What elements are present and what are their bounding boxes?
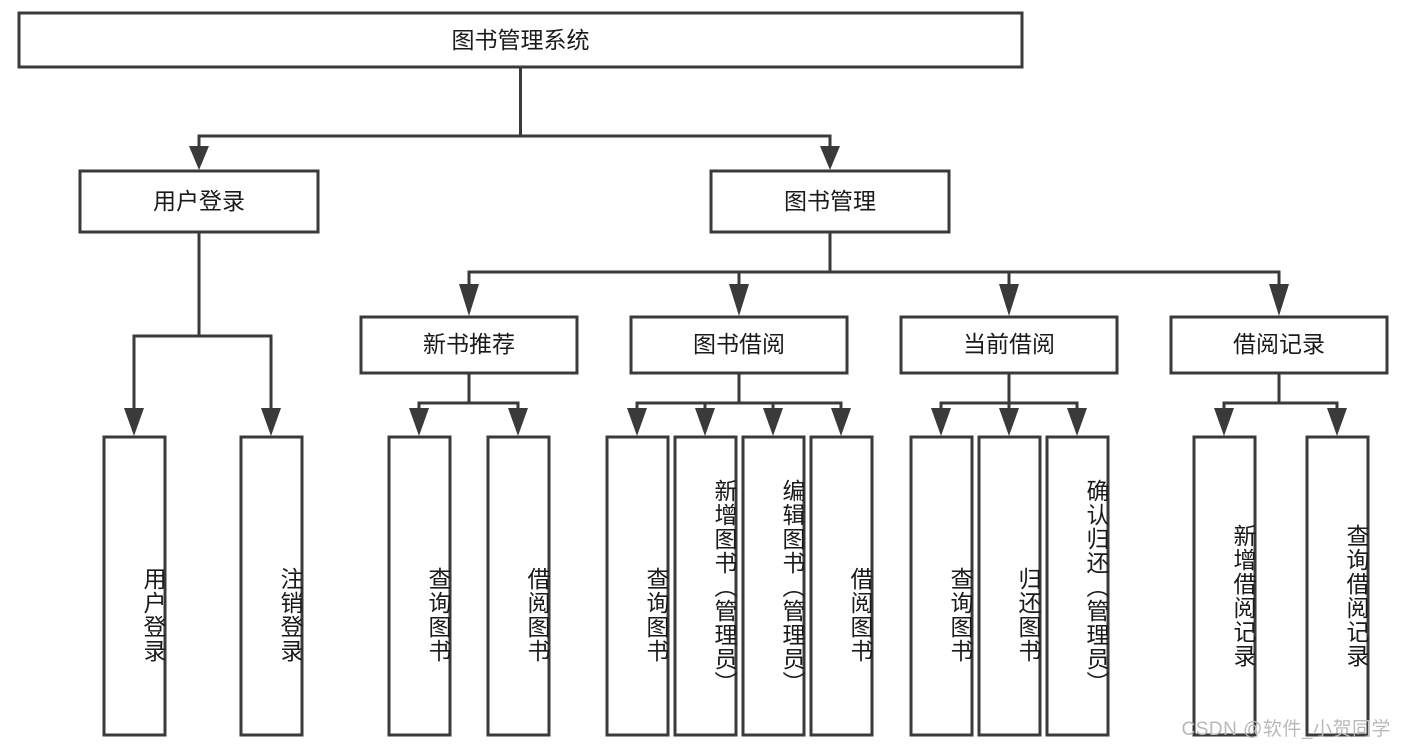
node-borrow-record-label: 借阅记录 [1233, 331, 1325, 357]
node-leaf-user-login[interactable] [102, 435, 167, 737]
arrow-head-icon [1269, 284, 1289, 316]
node-current-borrow-label: 当前借阅 [963, 331, 1055, 357]
node-leaf-logout[interactable] [239, 435, 304, 737]
node-leaf-query-book-1[interactable] [387, 435, 452, 737]
connector-borrow-record-to-leaves [1214, 371, 1347, 436]
arrow-head-icon [763, 408, 783, 436]
arrow-head-icon [459, 284, 479, 316]
node-book-manage[interactable]: 图书管理 [709, 169, 951, 234]
arrow-head-icon [695, 408, 715, 436]
arrow-head-icon [124, 408, 144, 436]
arrow-head-icon [261, 408, 281, 436]
arrow-head-icon [1214, 408, 1234, 436]
node-new-book-rec-label: 新书推荐 [423, 331, 515, 357]
node-leaf-add-record[interactable] [1192, 435, 1257, 737]
node-leaf-query-book-2[interactable] [605, 435, 670, 737]
arrow-head-icon [1067, 408, 1087, 436]
node-book-borrow-label: 图书借阅 [693, 331, 785, 357]
node-book-manage-label: 图书管理 [784, 188, 876, 214]
node-leaf-confirm-return[interactable] [1045, 435, 1110, 737]
node-leaf-borrow-book-2[interactable] [809, 435, 874, 737]
leaf-box-group [102, 435, 1370, 737]
connector-user-login-to-leaves [124, 230, 281, 436]
connector-book-manage-to-level3 [459, 230, 1289, 316]
arrow-head-icon [931, 408, 951, 436]
node-book-borrow[interactable]: 图书借阅 [629, 315, 849, 375]
arrow-head-icon [999, 284, 1019, 316]
connector-book-borrow-to-leaves [627, 371, 851, 436]
connector-root-to-level2 [189, 65, 840, 170]
connector-current-borrow-to-leaves [931, 371, 1087, 436]
arrow-head-icon [508, 408, 528, 436]
node-user-login-label: 用户登录 [153, 188, 245, 214]
arrow-head-icon [831, 408, 851, 436]
node-leaf-return-book[interactable] [977, 435, 1042, 737]
arrow-head-icon [820, 146, 840, 170]
node-root[interactable]: 图书管理系统 [17, 11, 1024, 69]
node-user-login[interactable]: 用户登录 [78, 169, 320, 234]
arrow-head-icon [627, 408, 647, 436]
arrow-head-icon [1327, 408, 1347, 436]
arrow-head-icon [409, 408, 429, 436]
watermark-text: CSDN @软件_小贺同学 [1181, 719, 1391, 740]
node-leaf-query-record[interactable] [1305, 435, 1370, 737]
node-new-book-rec[interactable]: 新书推荐 [359, 315, 579, 375]
node-leaf-edit-book[interactable] [741, 435, 806, 737]
node-leaf-query-book-3[interactable] [909, 435, 974, 737]
arrow-head-icon [999, 408, 1019, 436]
arrow-head-icon [189, 146, 209, 170]
node-leaf-borrow-book-1[interactable] [486, 435, 551, 737]
node-root-label: 图书管理系统 [452, 27, 590, 53]
node-borrow-record[interactable]: 借阅记录 [1169, 315, 1389, 375]
node-current-borrow[interactable]: 当前借阅 [899, 315, 1119, 375]
arrow-head-icon [729, 284, 749, 316]
connector-new-book-rec-to-leaves [409, 371, 528, 436]
node-leaf-add-book[interactable] [673, 435, 738, 737]
